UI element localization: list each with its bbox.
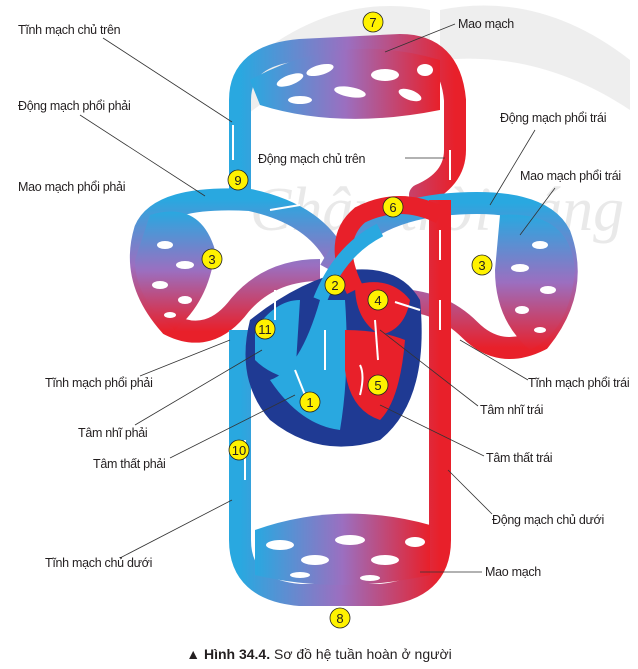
label-left-pulmonary-artery: Động mạch phổi trái <box>500 111 606 125</box>
svg-text:6: 6 <box>389 200 396 215</box>
bottom-capillary-bed <box>255 513 430 585</box>
badge-3-left-lung: 3 <box>471 254 493 276</box>
svg-text:2: 2 <box>331 278 338 293</box>
label-right-ventricle: Tâm thất phải <box>93 457 166 471</box>
svg-text:5: 5 <box>374 378 381 393</box>
label-right-pulmonary-artery: Động mạch phổi phải <box>18 99 130 113</box>
label-left-lung-capillaries: Mao mạch phổi trái <box>520 169 621 183</box>
badge-2: 2 <box>324 274 346 296</box>
badge-6: 6 <box>382 196 404 218</box>
figure-caption: ▲ Hình 34.4. Sơ đồ hệ tuần hoàn ở người <box>0 646 638 662</box>
svg-text:8: 8 <box>336 611 343 626</box>
badge-7: 7 <box>362 11 384 33</box>
label-right-atrium: Tâm nhĩ phải <box>78 426 147 440</box>
label-superior-vena-cava: Tĩnh mạch chủ trên <box>18 23 121 37</box>
caption-text: Sơ đồ hệ tuần hoàn ở người <box>270 646 452 662</box>
svg-text:7: 7 <box>369 15 376 30</box>
svg-text:4: 4 <box>374 293 381 308</box>
lower-body-circulation <box>229 200 451 606</box>
badge-9: 9 <box>227 169 249 191</box>
flow-arrows <box>232 125 451 480</box>
right-lung-circulation <box>129 188 351 343</box>
badge-1: 1 <box>299 391 321 413</box>
label-left-ventricle: Tâm thất trái <box>486 451 552 465</box>
leader-lines <box>79 23 556 573</box>
svg-text:3: 3 <box>208 252 215 267</box>
label-capillaries-bottom: Mao mạch <box>485 565 541 579</box>
label-descending-aorta: Động mạch chủ dưới <box>492 513 604 527</box>
right-lung-capillary-bed <box>135 211 215 330</box>
label-capillaries-top: Mao mạch <box>458 17 514 31</box>
label-left-pulmonary-vein: Tĩnh mạch phổi trái <box>528 376 629 390</box>
label-ascending-aorta: Động mạch chủ trên <box>258 152 366 166</box>
pulmonary-trunk <box>313 223 384 303</box>
badge-10: 10 <box>228 439 250 461</box>
caption-figure-number: Hình 34.4. <box>203 646 271 662</box>
svg-text:1: 1 <box>306 395 313 410</box>
left-lung-capillary-bed <box>495 214 575 350</box>
label-left-atrium: Tâm nhĩ trái <box>480 403 543 417</box>
left-ventricle <box>345 330 405 420</box>
badge-3-right-lung: 3 <box>201 248 223 270</box>
badge-5: 5 <box>367 374 389 396</box>
svg-text:3: 3 <box>478 258 485 273</box>
label-right-lung-capillaries: Mao mạch phổi phải <box>18 180 125 194</box>
caption-triangle: ▲ <box>186 646 204 662</box>
badge-11: 11 <box>254 318 276 340</box>
badge-4: 4 <box>367 289 389 311</box>
label-right-pulmonary-vein: Tĩnh mạch phổi phải <box>45 376 153 390</box>
label-inferior-vena-cava: Tĩnh mạch chủ dưới <box>45 556 152 570</box>
svg-text:10: 10 <box>232 443 246 458</box>
badge-8: 8 <box>329 607 351 629</box>
svg-text:9: 9 <box>234 173 241 188</box>
svg-text:11: 11 <box>258 322 272 337</box>
